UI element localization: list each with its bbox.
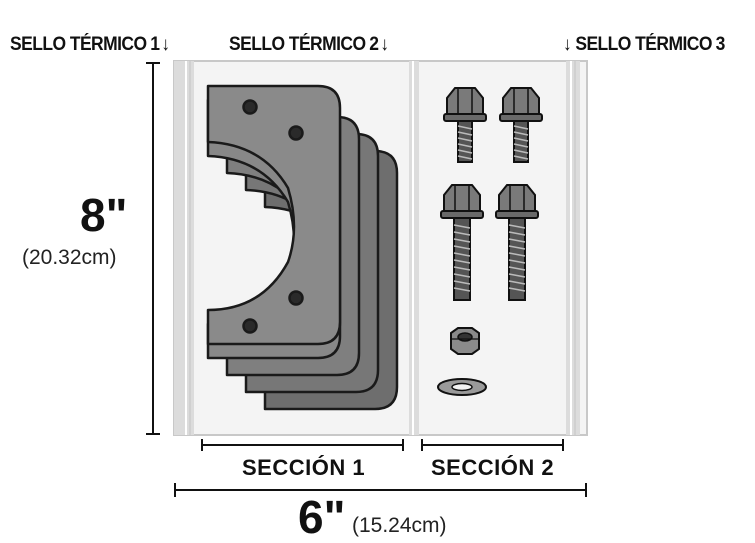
long-bolt-icon: [495, 184, 539, 301]
down-arrow-icon: ↓: [161, 34, 170, 55]
width-metric: (15.24cm): [352, 514, 447, 537]
heat-seal-1: [174, 61, 194, 435]
section-2-label: SECCIÓN 2: [431, 455, 555, 480]
heat-seal-2: [409, 61, 419, 435]
heat-seal-3: [566, 61, 580, 435]
height-dimension-line: [146, 62, 160, 435]
down-arrow-icon: ↓: [562, 34, 572, 55]
down-arrow-icon: ↓: [380, 34, 389, 55]
washer-icon: [437, 378, 487, 396]
section-1-label: SECCIÓN 1: [242, 455, 366, 480]
bracket-plates: [206, 84, 399, 411]
height-value: 8": [80, 189, 128, 241]
nut-icon: [450, 327, 480, 355]
short-bolt-icon: [499, 87, 543, 163]
height-metric: (20.32cm): [22, 246, 117, 269]
width-dimension-line: [174, 483, 587, 497]
short-bolt-icon: [443, 87, 487, 163]
section-2-bracket: [421, 439, 564, 451]
long-bolt-icon: [440, 184, 484, 301]
section-1-bracket: [201, 439, 404, 451]
width-value: 6": [298, 491, 346, 543]
